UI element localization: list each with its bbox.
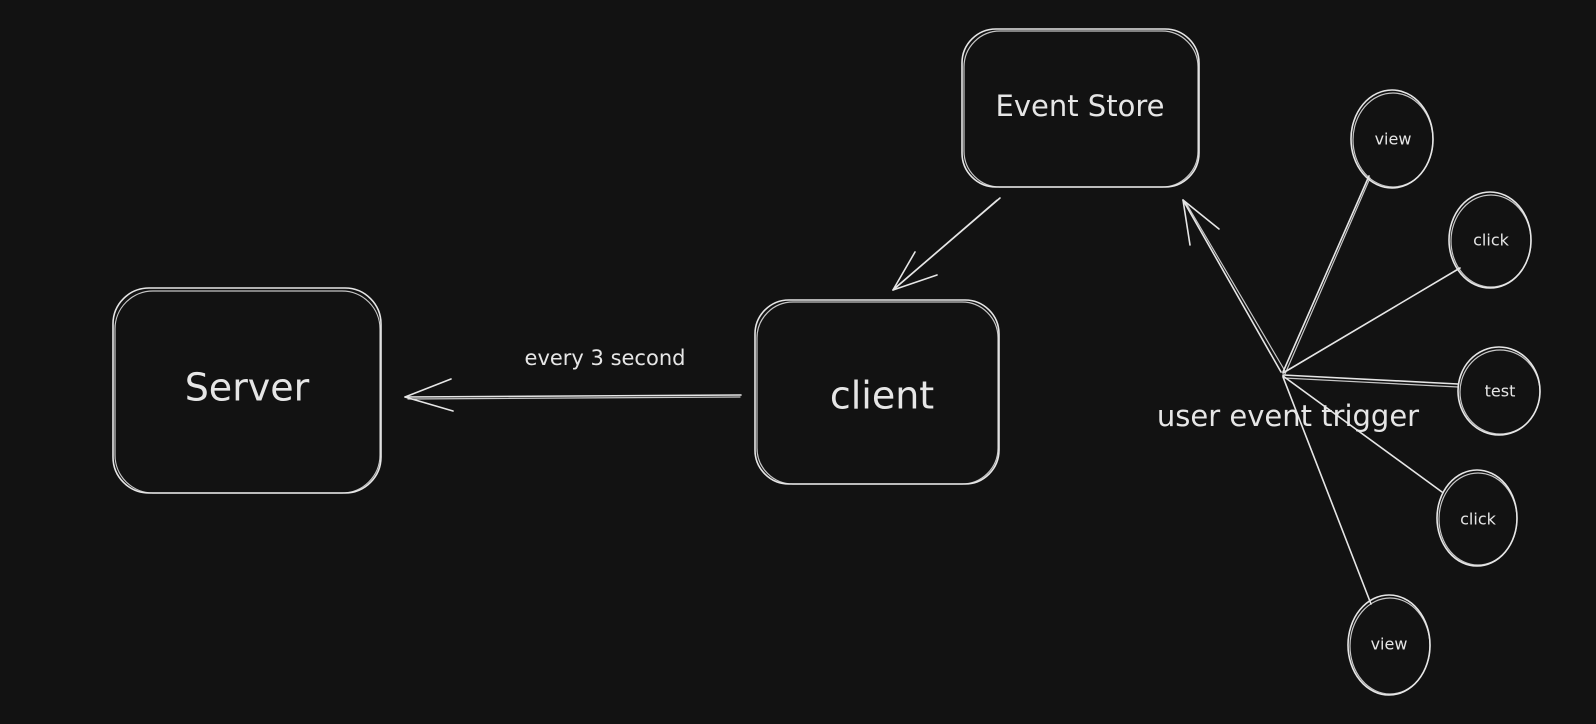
event-label-test: test bbox=[1485, 382, 1516, 401]
client-to-server-label: every 3 second bbox=[525, 346, 686, 370]
trigger-spokes bbox=[1282, 175, 1461, 605]
event-node-click-top[interactable]: click bbox=[1448, 191, 1532, 289]
event-node-view-top[interactable]: view bbox=[1350, 89, 1434, 189]
event-node-test[interactable]: test bbox=[1457, 346, 1541, 436]
event-node-click-bottom[interactable]: click bbox=[1436, 469, 1518, 567]
user-event-trigger-label: user event trigger bbox=[1157, 399, 1419, 433]
client-label: client bbox=[830, 374, 934, 418]
event-label-view-bottom: view bbox=[1371, 635, 1408, 654]
client-to-server-arrow: every 3 second bbox=[404, 346, 742, 412]
trigger-to-store-arrow bbox=[1182, 199, 1286, 373]
event-label-click-top: click bbox=[1473, 231, 1509, 250]
event-store-node[interactable]: Event Store bbox=[961, 28, 1200, 188]
store-to-client-arrow bbox=[892, 197, 1001, 291]
event-label-view-top: view bbox=[1375, 130, 1412, 149]
event-node-view-bottom[interactable]: view bbox=[1347, 594, 1431, 696]
server-node[interactable]: Server bbox=[112, 287, 382, 494]
event-label-click-bottom: click bbox=[1460, 510, 1496, 529]
server-label: Server bbox=[185, 366, 310, 410]
event-store-label: Event Store bbox=[996, 89, 1165, 123]
client-node[interactable]: client bbox=[754, 299, 1000, 485]
